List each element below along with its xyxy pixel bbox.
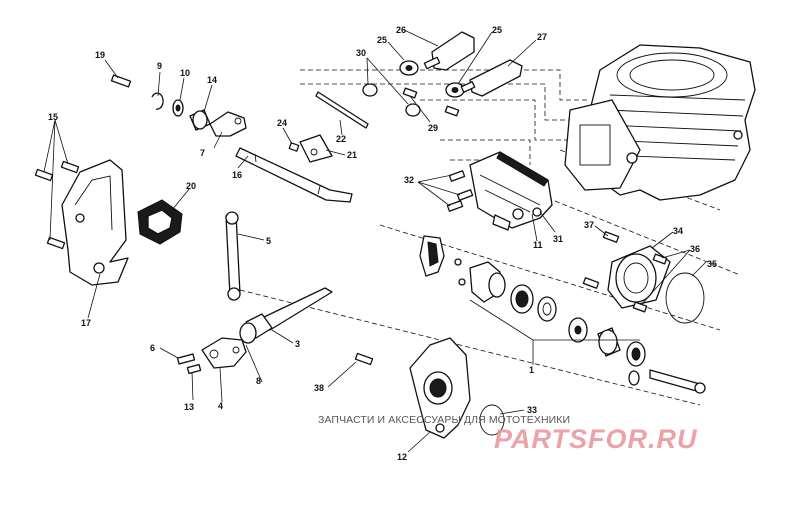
callout-3: 3	[295, 339, 300, 349]
callout-33: 33	[527, 405, 537, 415]
callout-22: 22	[336, 134, 346, 144]
watermark-caption: ЗАПЧАСТИ И АКСЕССУАРЫ ДЛЯ МОТОТЕХНИКИ	[318, 414, 571, 426]
housing-12	[354, 337, 505, 439]
callout-16: 16	[232, 170, 242, 180]
callout-15: 15	[48, 112, 58, 122]
callout-6: 6	[150, 343, 155, 353]
callout-11: 11	[533, 240, 543, 250]
callout-labels: 19 9 10 14 7 16 24 21 22 30 25 26 25 27 …	[48, 25, 717, 462]
callout-35: 35	[707, 259, 717, 269]
callout-19: 19	[95, 50, 105, 60]
watermark-logo: PARTSFOR.RU	[494, 424, 698, 454]
cylinder-block	[564, 44, 756, 201]
callout-21: 21	[347, 150, 357, 160]
parts-top-left	[110, 74, 353, 203]
pad-20	[137, 199, 183, 245]
callout-12: 12	[397, 452, 407, 462]
callout-34: 34	[673, 226, 683, 236]
parts-bottom-left	[176, 287, 333, 375]
callout-37: 37	[584, 220, 594, 230]
callout-32: 32	[404, 175, 414, 185]
callout-25-left: 25	[377, 35, 387, 45]
callout-25-right: 25	[492, 25, 502, 35]
callout-10: 10	[180, 68, 190, 78]
callout-24: 24	[277, 118, 287, 128]
callout-1: 1	[529, 365, 534, 375]
callout-5: 5	[266, 236, 271, 246]
callout-26: 26	[396, 25, 406, 35]
leader-lines	[43, 29, 707, 453]
callout-7: 7	[200, 148, 205, 158]
callout-14: 14	[207, 75, 217, 85]
callout-9: 9	[157, 61, 162, 71]
callout-20: 20	[186, 181, 196, 191]
callout-31: 31	[553, 234, 563, 244]
bolts-32	[446, 170, 474, 212]
callout-36: 36	[690, 244, 700, 254]
callout-27: 27	[537, 32, 547, 42]
callout-38: 38	[314, 383, 324, 393]
callout-29: 29	[428, 123, 438, 133]
parts-top-center	[315, 31, 523, 129]
pump-cover-34	[582, 231, 705, 324]
side-cover-17	[34, 159, 129, 286]
callout-13: 13	[184, 402, 194, 412]
pump-assembly-1	[419, 235, 706, 394]
link-rod-5	[225, 211, 241, 301]
callout-4: 4	[218, 401, 223, 411]
valve-housing	[469, 151, 553, 231]
callout-30: 30	[356, 48, 366, 58]
callout-17: 17	[81, 318, 91, 328]
callout-8: 8	[256, 376, 261, 386]
